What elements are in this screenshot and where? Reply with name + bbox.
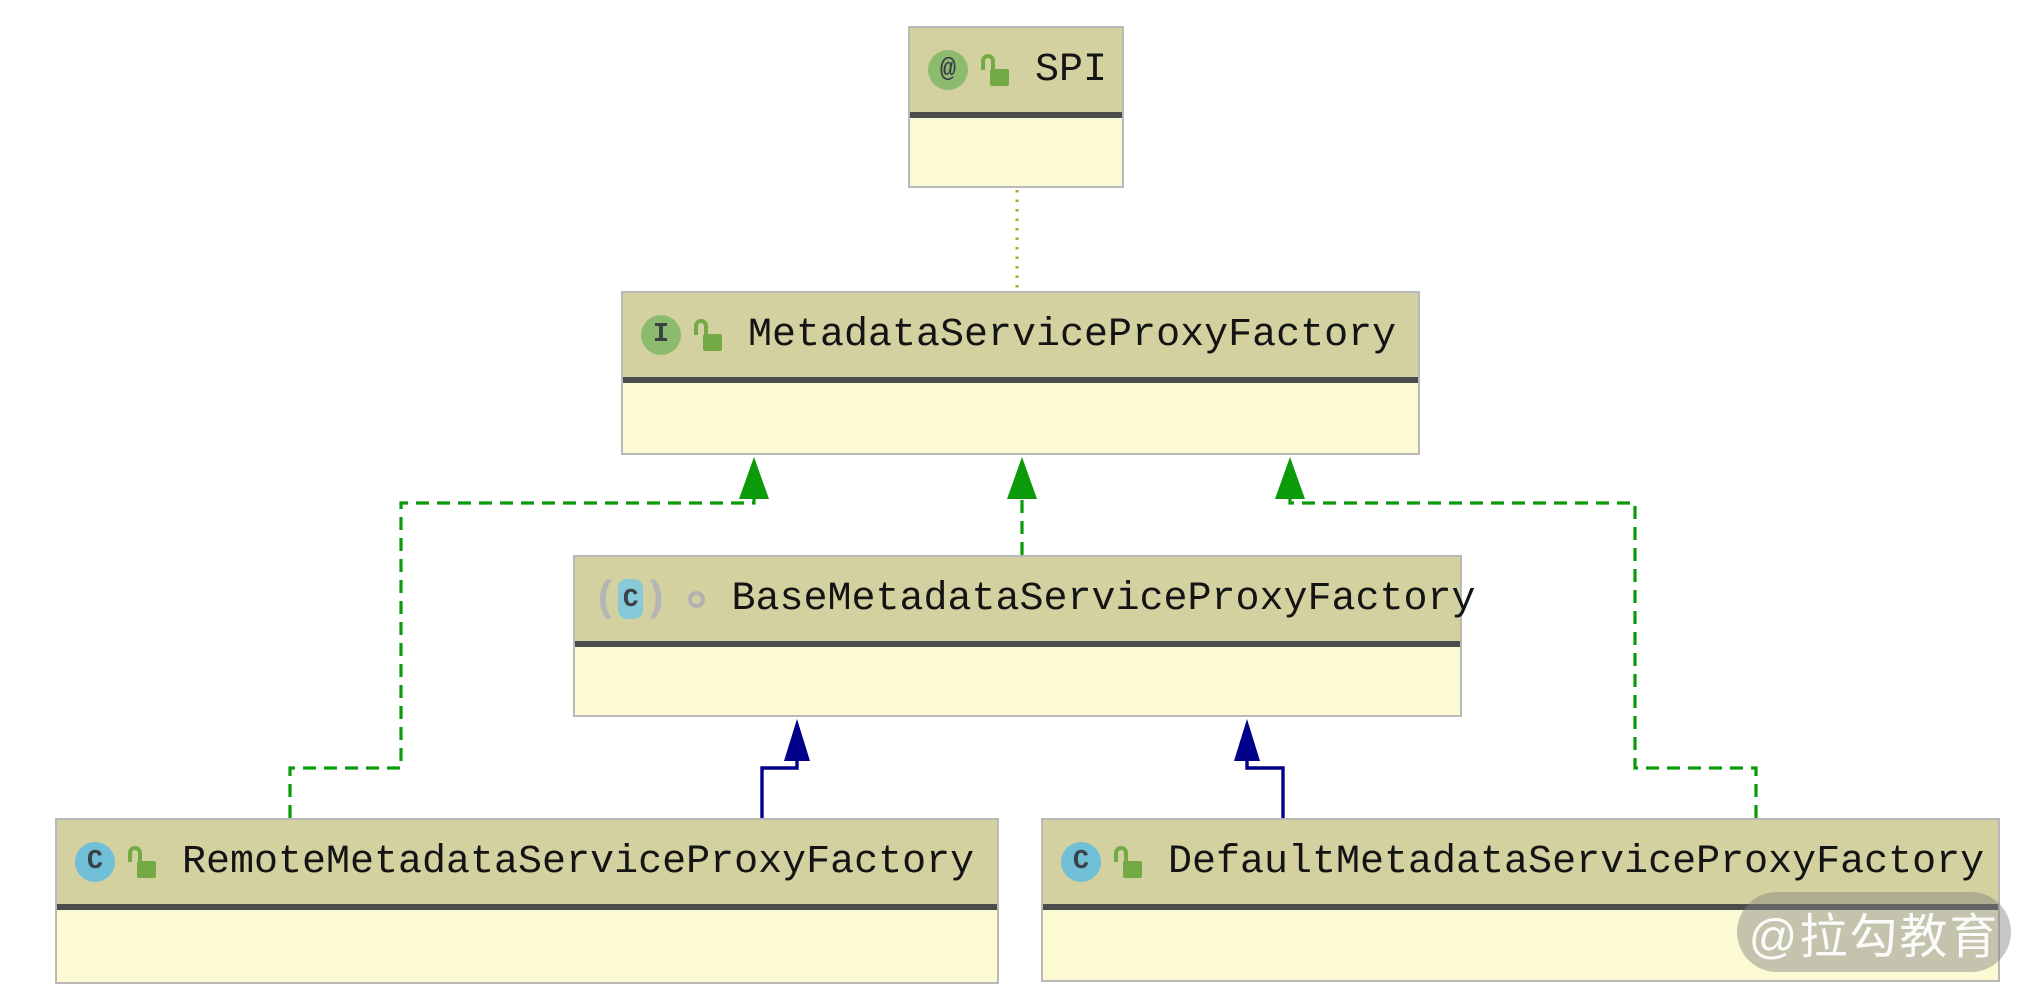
node-body [1043,912,1998,980]
edge-default-extends-base [1245,761,1285,818]
extends-arrowhead [1234,719,1260,761]
class-node-default-metadata-service-proxy-factory[interactable]: C DefaultMetadataServiceProxyFactory [1041,818,2000,982]
implements-arrowhead [1275,457,1305,499]
node-title: MetadataServiceProxyFactory [748,312,1397,358]
paren-right: ) [643,575,669,623]
class-node-base-metadata-service-proxy-factory[interactable]: ( C ) BaseMetadataServiceProxyFactory [573,555,1476,717]
implements-arrowhead [1007,457,1037,499]
abstract-class-letter: C [618,579,644,619]
node-title: DefaultMetadataServiceProxyFactory [1168,839,1985,885]
class-icon: C [1061,842,1101,882]
node-title: RemoteMetadataServiceProxyFactory [182,839,975,885]
watermark-text: @拉勾教育 [1748,911,2000,964]
annotation-icon: @ [928,50,968,90]
paren-left: ( [593,575,619,623]
node-body [910,120,1122,186]
class-icon: C [75,842,115,882]
open-lock-icon [694,319,722,351]
class-node-remote-metadata-service-proxy-factory[interactable]: C RemoteMetadataServiceProxyFactory [55,818,999,984]
node-header: I MetadataServiceProxyFactory [623,293,1418,383]
node-title: SPI [1035,47,1108,93]
node-header: C RemoteMetadataServiceProxyFactory [57,820,997,910]
node-body [575,649,1460,715]
node-body [623,385,1418,453]
open-lock-icon [981,54,1009,86]
extends-arrowhead [784,719,810,761]
node-header: @ SPI [910,28,1122,118]
implements-arrowhead [739,457,769,499]
open-lock-icon [1114,846,1142,878]
class-node-metadata-service-proxy-factory[interactable]: I MetadataServiceProxyFactory [621,291,1420,455]
node-title: BaseMetadataServiceProxyFactory [731,576,1476,622]
interface-icon: I [641,315,681,355]
node-header: C DefaultMetadataServiceProxyFactory [1043,820,1998,910]
edge-remote-extends-base [760,761,799,818]
watermark-badge: @拉勾教育 [1737,892,2011,972]
class-node-spi[interactable]: @ SPI [908,26,1124,188]
open-lock-icon [128,846,156,878]
abstract-class-icon: ( C ) [593,575,669,623]
node-body [57,912,997,982]
node-header: ( C ) BaseMetadataServiceProxyFactory [575,557,1476,647]
package-local-icon [688,590,706,608]
